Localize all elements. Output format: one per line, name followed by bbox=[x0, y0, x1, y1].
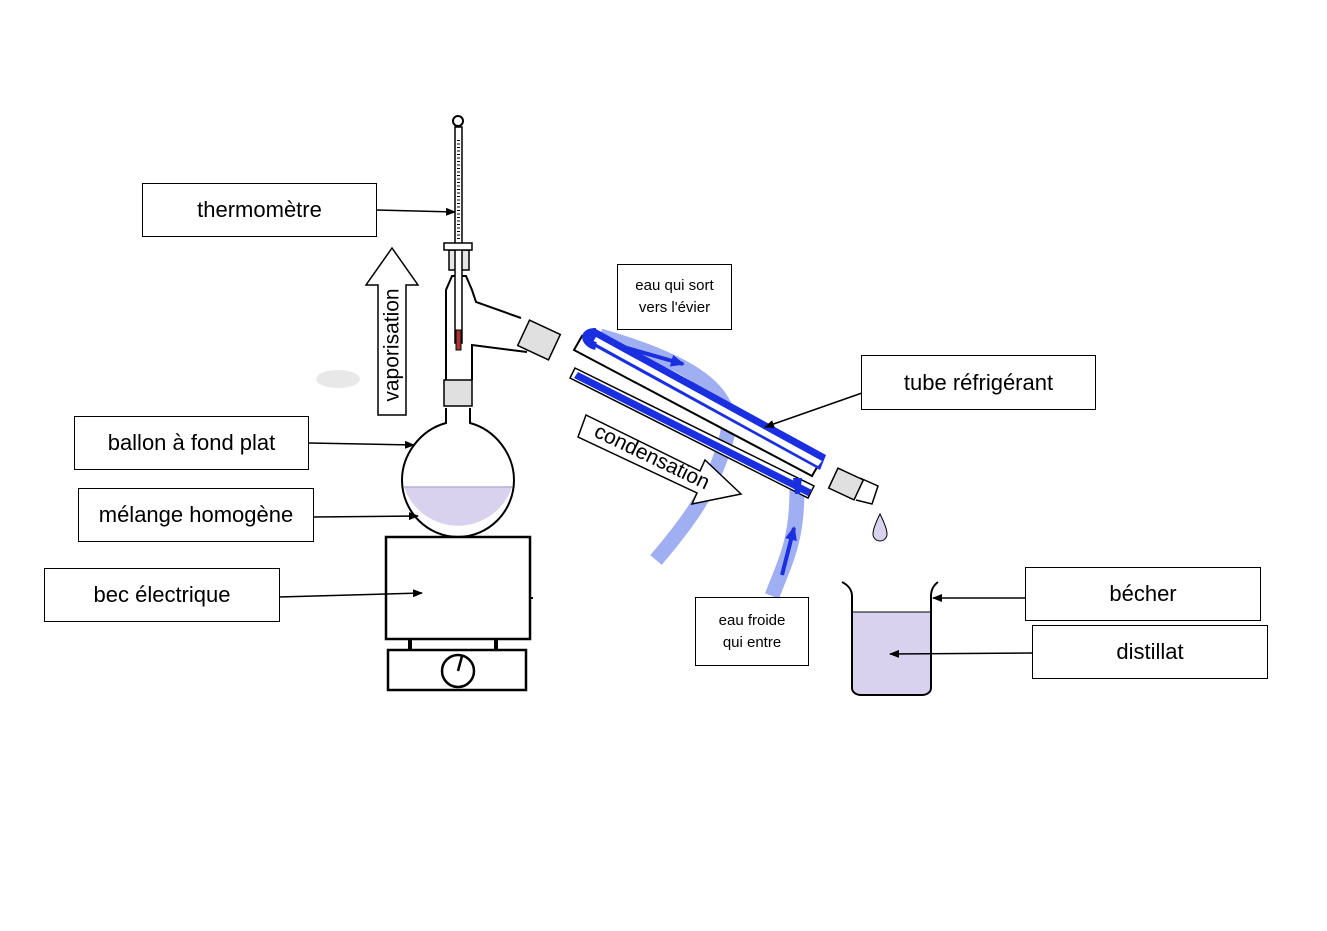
distillation-head bbox=[445, 249, 528, 380]
mixture-leader bbox=[312, 512, 419, 521]
distillate-label: distillat bbox=[1032, 625, 1268, 679]
water-in-label: eau froide qui entre bbox=[695, 597, 809, 666]
inlet-flow-arrow bbox=[780, 526, 797, 576]
distillate-leader bbox=[889, 649, 1034, 658]
condenser-label: tube réfrigérant bbox=[861, 355, 1096, 410]
mixture-label: mélange homogène bbox=[78, 488, 314, 542]
thermometer-leader bbox=[375, 207, 456, 216]
round-flask bbox=[400, 379, 516, 539]
beaker-label: bécher bbox=[1025, 567, 1261, 621]
inlet-hose bbox=[765, 489, 805, 599]
vaporisation-arrow: vaporisation bbox=[364, 246, 420, 416]
heater-leader bbox=[278, 589, 423, 598]
water-out-label: eau qui sort vers l'évier bbox=[617, 264, 732, 330]
drop bbox=[872, 512, 888, 542]
thermometer bbox=[443, 115, 473, 351]
flask-leader bbox=[308, 440, 415, 449]
condenser bbox=[516, 319, 879, 505]
thermometer-label: thermomètre bbox=[142, 183, 377, 237]
smudge bbox=[316, 370, 360, 388]
heater-label: bec électrique bbox=[44, 568, 280, 622]
outlet-flow-arrow bbox=[619, 344, 685, 367]
condenser-leader bbox=[764, 392, 863, 428]
vaporisation-text: vaporisation bbox=[381, 288, 404, 401]
flask-label: ballon à fond plat bbox=[74, 416, 309, 470]
electric-heater bbox=[384, 535, 533, 692]
beaker bbox=[841, 581, 939, 696]
